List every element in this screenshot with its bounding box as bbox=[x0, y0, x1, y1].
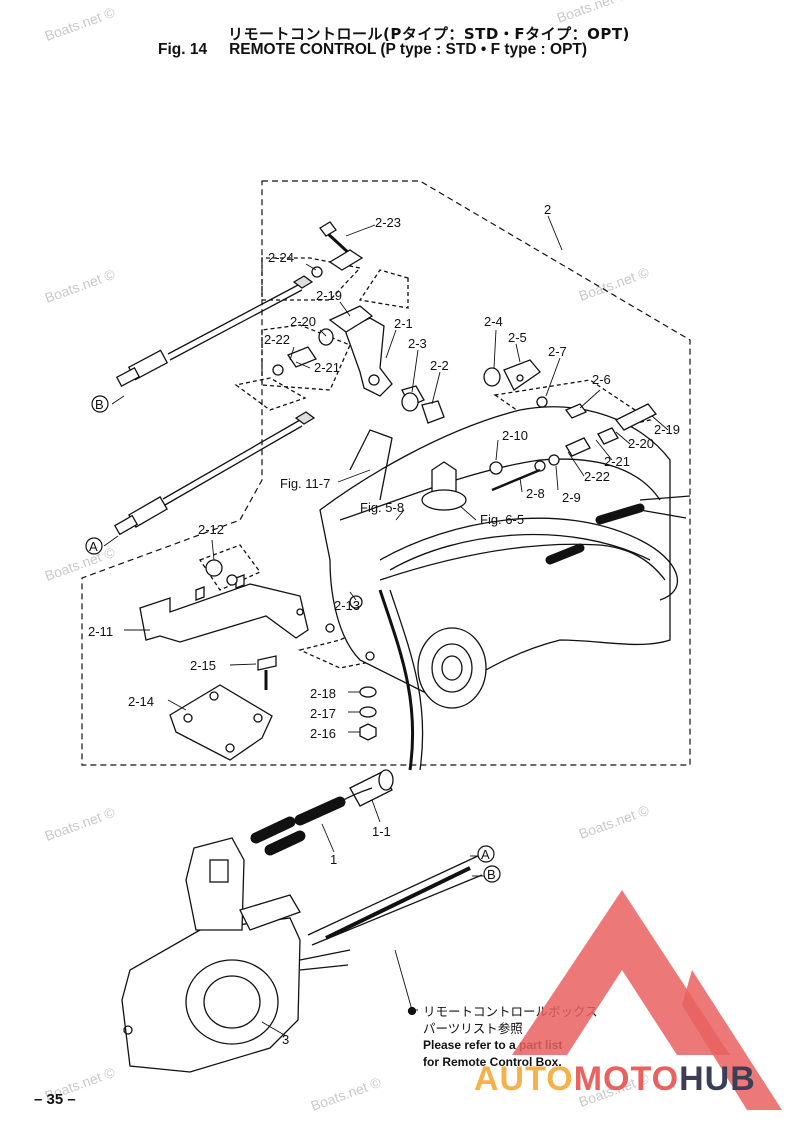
callout: 2-5 bbox=[508, 330, 527, 345]
figure-number: Fig. 14 bbox=[158, 41, 208, 58]
page-number: – 35 – bbox=[34, 1091, 76, 1108]
callout: 2-3 bbox=[408, 336, 427, 351]
marker-a-right: A bbox=[477, 845, 495, 863]
callout: 2 bbox=[544, 202, 551, 217]
callout: 2-11 bbox=[88, 624, 113, 639]
callout: 2-8 bbox=[526, 486, 545, 501]
bracket-plate bbox=[139, 559, 375, 661]
lower-housing bbox=[319, 406, 671, 709]
callout: 2-7 bbox=[548, 344, 567, 359]
callout: 3 bbox=[282, 1032, 289, 1047]
svg-text:B: B bbox=[487, 867, 496, 882]
automotohub-logo-text: AUTOMOTOHUB bbox=[474, 1060, 756, 1098]
throttle-linkage bbox=[421, 359, 658, 511]
callout: 2-24 bbox=[268, 250, 294, 265]
callout: 2-22 bbox=[264, 332, 290, 347]
marker-b-left: B bbox=[91, 395, 109, 413]
callout: 2-22 bbox=[584, 469, 610, 484]
mount-plate bbox=[169, 655, 277, 761]
marker-b-right: B bbox=[483, 865, 501, 883]
callout: 2-23 bbox=[375, 215, 401, 230]
callout: 2-20 bbox=[628, 436, 654, 451]
callout: 2-19 bbox=[316, 288, 342, 303]
callout: 2-12 bbox=[198, 522, 224, 537]
automotohub-logo-icon bbox=[512, 890, 782, 1110]
callout: 2-19 bbox=[654, 422, 680, 437]
callout: Fig. 11-7 bbox=[280, 476, 330, 491]
callout: 2-2 bbox=[430, 358, 449, 373]
callout: 2-21 bbox=[314, 360, 340, 375]
svg-text:A: A bbox=[89, 539, 98, 554]
callout: 2-13 bbox=[334, 598, 360, 613]
callout: 1-1 bbox=[372, 824, 391, 839]
remote-control-box bbox=[121, 837, 483, 1073]
note-jp-line2: パーツリスト参照 bbox=[423, 1021, 523, 1036]
callout: 2-21 bbox=[604, 454, 630, 469]
callout: Fig. 6-5 bbox=[480, 512, 524, 527]
wire-harness bbox=[378, 495, 691, 771]
callout: 2-1 bbox=[394, 316, 413, 331]
figure-title-text: REMOTE CONTROL (P type : STD • F type : … bbox=[229, 41, 588, 58]
assembly-boundary bbox=[81, 180, 691, 766]
callout: 2-14 bbox=[128, 694, 154, 709]
shift-arm bbox=[344, 317, 445, 424]
leader-lines bbox=[103, 215, 669, 1037]
callout: 2-18 bbox=[310, 686, 336, 701]
svg-text:A: A bbox=[481, 847, 490, 862]
callout: 2-17 bbox=[310, 706, 336, 721]
marker-a-left: A bbox=[85, 537, 103, 555]
callout: 2-6 bbox=[592, 372, 611, 387]
note-en-line2: for Remote Control Box. bbox=[423, 1055, 562, 1069]
callout: Fig. 5-8 bbox=[360, 500, 404, 515]
callout: 2-10 bbox=[502, 428, 528, 443]
cable-a bbox=[113, 411, 316, 536]
svg-text:B: B bbox=[95, 397, 104, 412]
callout: 2-15 bbox=[190, 658, 216, 673]
callout-labels: 2 2-23 2-24 2-19 2-20 2-1 2-22 2-21 2-3 … bbox=[88, 202, 680, 1047]
callout: 2-4 bbox=[484, 314, 503, 329]
harness-grommet bbox=[250, 769, 394, 856]
figure-title: Fig. 14 REMOTE CONTROL (P type : STD • F … bbox=[158, 41, 587, 59]
title-japanese: リモートコントロール(Pタイプ：STD・Fタイプ：OPT) bbox=[228, 25, 630, 43]
callout: 1 bbox=[330, 852, 337, 867]
callout: 2-9 bbox=[562, 490, 581, 505]
callout: 2-20 bbox=[290, 314, 316, 329]
callout: 2-16 bbox=[310, 726, 336, 741]
cable-b bbox=[115, 275, 314, 387]
